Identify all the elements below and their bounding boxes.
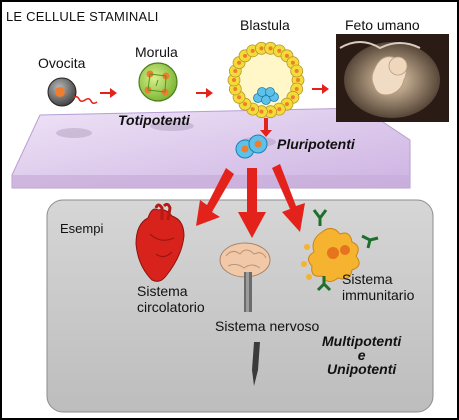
blastula-cell-nucleus: [259, 46, 264, 51]
blastula-cell-nucleus: [243, 102, 248, 107]
label-ovocita: Ovocita: [38, 55, 86, 71]
label-esempi: Esempi: [60, 221, 104, 236]
blastula-cell-nucleus: [290, 60, 295, 65]
blastula-cell: [227, 41, 305, 119]
blastula-cell-nucleus: [237, 60, 242, 65]
blastula-down-arrow: [260, 118, 272, 137]
page-title: LE CELLULE STAMINALI: [6, 9, 159, 24]
blastula-cell-nucleus: [259, 109, 264, 114]
blastula-cell-nucleus: [277, 48, 282, 53]
inner-cell-mass-cell: [265, 87, 275, 97]
heart-illustration: [135, 202, 185, 282]
spinal-cord-lower: [252, 342, 260, 386]
blastula-cell-nucleus: [250, 48, 255, 53]
blastula-cell-nucleus: [237, 95, 242, 100]
blastula-cell-nucleus: [284, 102, 289, 107]
blastula-cell-nucleus: [277, 107, 282, 112]
ovocita-cell: [47, 77, 98, 107]
label-morula: Morula: [135, 44, 178, 60]
label-sistema-immunitario: Sistema immunitario: [342, 271, 415, 303]
stage-arrows: [100, 84, 329, 98]
examples-panel: [46, 199, 434, 413]
blastula-cell-nucleus: [294, 68, 299, 73]
blastula-cell-nucleus: [290, 95, 295, 100]
blastula-cell-nucleus: [250, 107, 255, 112]
pluripotent-cells: [235, 134, 268, 159]
blastula-cell-nucleus: [268, 46, 273, 51]
blastula-cell-nucleus: [233, 87, 238, 92]
morula-cell: [138, 62, 178, 102]
brain-illustration: [219, 242, 271, 312]
blastula-cell-nucleus: [233, 68, 238, 73]
label-sistema-circolatorio: Sistema circolatorio: [137, 283, 205, 315]
differentiation-arrows: [196, 164, 305, 238]
blastula-cell-nucleus: [268, 109, 273, 114]
blastula-cell-nucleus: [243, 53, 248, 58]
blastula-cell-nucleus: [232, 78, 236, 82]
feto-image: [336, 34, 449, 122]
label-multipotenti-unipotenti: Multipotenti e Unipotenti: [322, 333, 402, 377]
label-feto: Feto umano: [345, 17, 420, 33]
blastula-cell-nucleus: [284, 53, 289, 58]
label-blastula: Blastula: [240, 17, 290, 33]
label-pluripotenti: Pluripotenti: [277, 136, 355, 152]
label-totipotenti: Totipotenti: [118, 112, 190, 128]
label-sistema-nervoso: Sistema nervoso: [215, 318, 320, 334]
blastula-cell-nucleus: [294, 87, 299, 92]
blastula-cell-nucleus: [296, 78, 300, 82]
immune-cell-illustration: [301, 209, 379, 292]
